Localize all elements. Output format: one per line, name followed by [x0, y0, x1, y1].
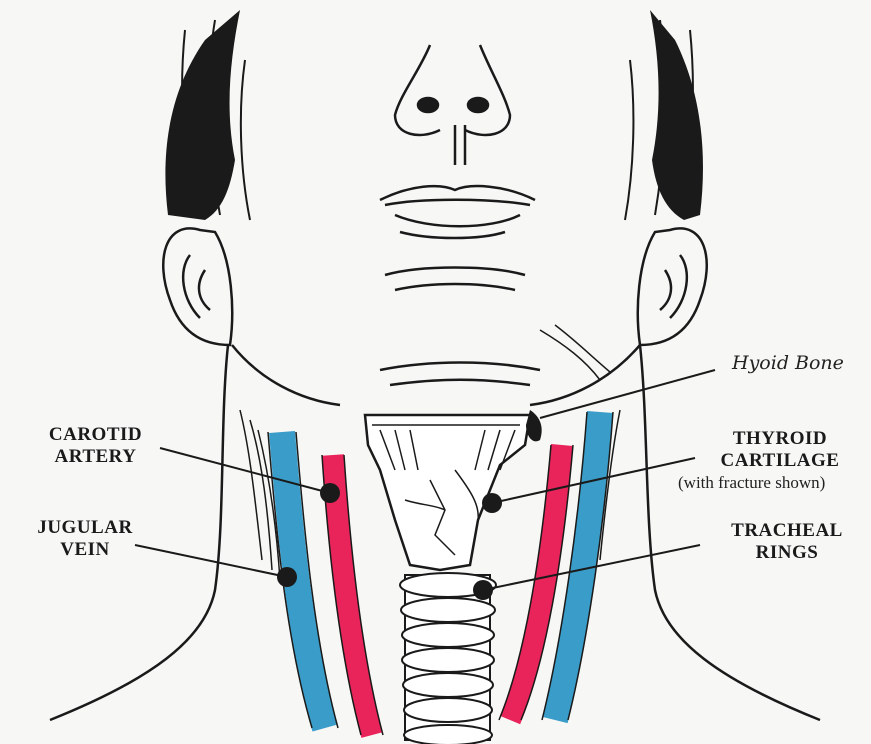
thyroid-label-line2: CARTILAGE — [700, 450, 860, 472]
carotid-label-line2: ARTERY — [28, 446, 163, 468]
jugular-vein-label: JUGULAR VEIN — [20, 517, 150, 561]
tracheal-label-line1: TRACHEAL — [712, 520, 862, 542]
carotid-pointer-dot — [320, 483, 340, 503]
hyoid-pointer-line — [540, 370, 715, 418]
carotid-artery-label: CAROTID ARTERY — [28, 424, 163, 468]
thyroid-pointer-dot — [482, 493, 502, 513]
thyroid-cartilage-label: THYROID CARTILAGE — [700, 428, 860, 472]
jugular-label-line1: JUGULAR — [20, 517, 150, 539]
jugular-label-line2: VEIN — [20, 539, 150, 561]
hyoid-bone-label: Hyoid Bone — [732, 352, 844, 374]
face-features — [232, 45, 640, 405]
ear-left — [163, 228, 232, 345]
tracheal-rings-label: TRACHEAL RINGS — [712, 520, 862, 564]
carotid-pointer-line — [160, 448, 330, 493]
hair-right — [650, 10, 703, 220]
ear-right — [638, 228, 707, 345]
jugular-pointer-line — [135, 545, 287, 577]
tracheal-label-line2: RINGS — [712, 542, 862, 564]
jugular-pointer-dot — [277, 567, 297, 587]
hair-strands — [182, 20, 693, 220]
thyroid-label-line1: THYROID — [700, 428, 860, 450]
thyroid-fracture-note: (with fracture shown) — [678, 473, 825, 493]
carotid-label-line1: CAROTID — [28, 424, 163, 446]
tracheal-pointer-dot — [473, 580, 493, 600]
hair-left — [165, 10, 240, 220]
